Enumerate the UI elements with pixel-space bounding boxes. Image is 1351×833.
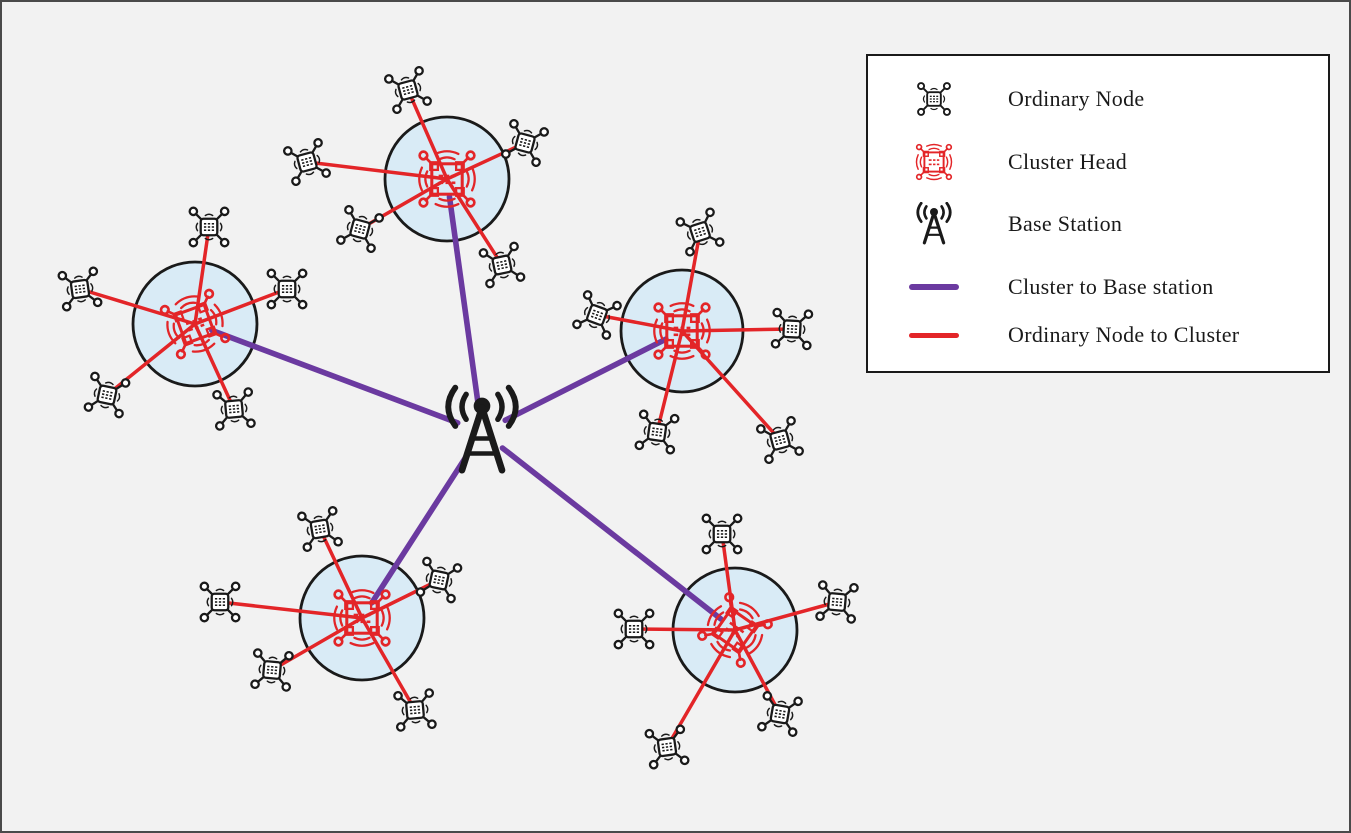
cluster-head-icon	[868, 138, 1000, 186]
ordinary-node-icon	[701, 513, 743, 555]
node-to-cluster-link	[720, 532, 737, 632]
ordinary-node-icon	[296, 505, 344, 553]
ordinary-node-icon	[282, 137, 332, 187]
base-station-icon	[448, 388, 516, 471]
legend-label-cluster-head: Cluster Head	[1008, 149, 1128, 174]
legend-item-cluster-head: Cluster Head	[868, 136, 1328, 188]
legend-item-base-station: Base Station	[868, 198, 1328, 250]
ordinary-node-icon	[644, 724, 690, 770]
ordinary-node-icon	[414, 555, 464, 605]
node-to-cluster-link	[360, 578, 441, 620]
legend-item-node-to-cluster: Ordinary Node to Cluster	[868, 309, 1328, 361]
cluster-to-base-line-swatch	[868, 284, 1000, 290]
ordinary-node-icon	[188, 206, 230, 248]
ordinary-node-icon	[814, 579, 860, 625]
legend-item-cluster-to-base: Cluster to Base station	[868, 261, 1328, 313]
cluster-left-to-base-link	[209, 327, 461, 426]
node-to-cluster-link	[305, 160, 449, 181]
legend: Ordinary Node Cluster Head Base Station …	[866, 54, 1330, 373]
cluster-right-to-base-link	[502, 336, 669, 424]
node-to-cluster-link	[655, 329, 684, 434]
node-to-cluster-link	[445, 141, 527, 181]
ordinary-node-icon	[392, 687, 438, 733]
legend-label-ordinary-node: Ordinary Node	[1008, 86, 1145, 111]
ordinary-node-icon	[477, 240, 527, 290]
ordinary-node-icon	[57, 266, 103, 312]
legend-item-ordinary-node: Ordinary Node	[868, 73, 1328, 125]
ordinary-node-icon	[868, 80, 1000, 118]
ordinary-node-icon	[249, 647, 295, 693]
node-to-cluster-link	[733, 600, 839, 632]
cluster-bottom-left-to-base-link	[368, 451, 471, 606]
legend-label-base-station: Base Station	[1008, 211, 1123, 236]
node-to-cluster-link	[218, 600, 364, 620]
node-to-cluster-link	[680, 327, 794, 333]
legend-label-node-to-cluster: Ordinary Node to Cluster	[1008, 322, 1240, 347]
cluster-bottom-right-to-base-link	[499, 445, 724, 622]
ordinary-node-icon	[500, 118, 550, 168]
ordinary-node-icon	[211, 386, 257, 432]
node-to-cluster-line-swatch	[868, 332, 1000, 338]
ordinary-node-icon	[674, 206, 726, 258]
legend-label-cluster-to-base: Cluster to Base station	[1008, 274, 1214, 299]
ordinary-node-icon	[335, 204, 385, 254]
ordinary-node-icon	[82, 370, 132, 420]
cluster-top-to-base-link	[446, 194, 482, 410]
ordinary-node-icon	[571, 289, 623, 341]
ordinary-node-icon	[266, 268, 308, 310]
ordinary-node-icon	[634, 409, 680, 455]
ordinary-node-icon	[756, 690, 804, 738]
base-station-icon	[868, 202, 1000, 246]
ordinary-node-icon	[383, 65, 433, 115]
